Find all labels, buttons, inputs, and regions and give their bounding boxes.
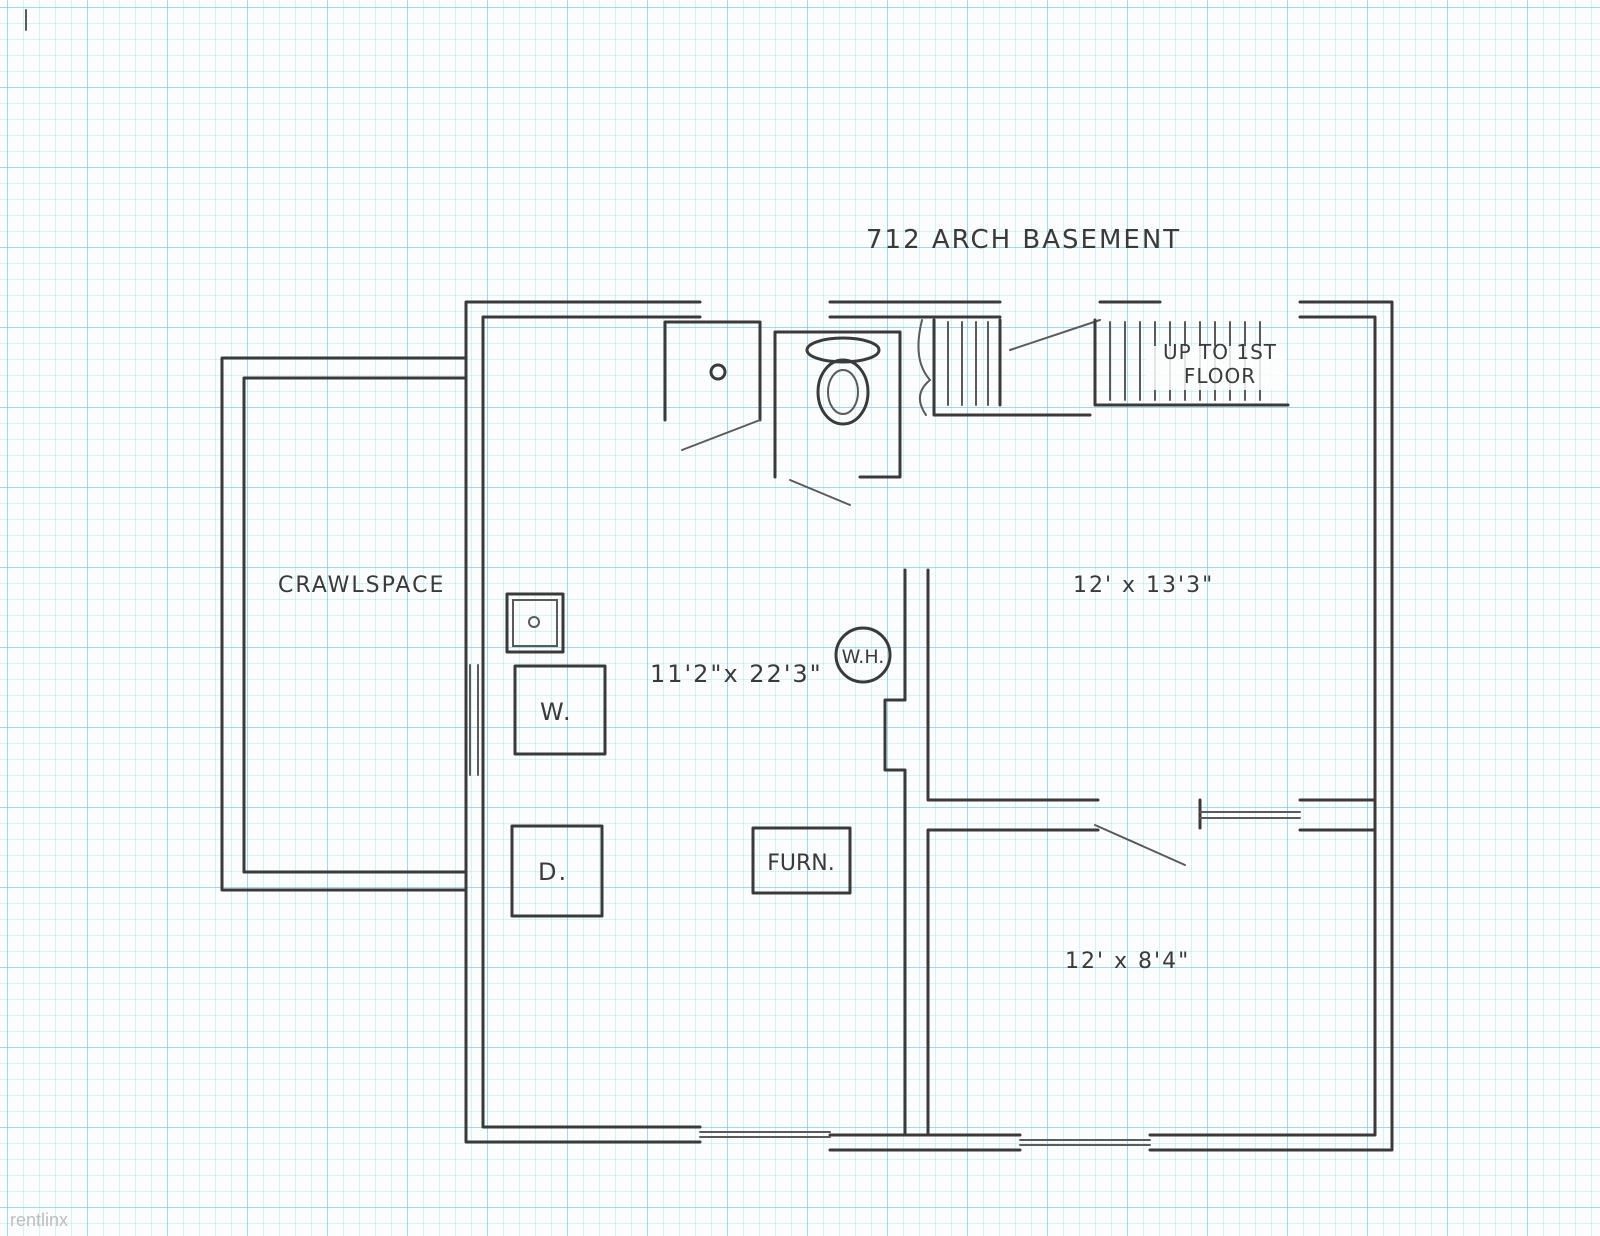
stairs-label: UP TO 1ST FLOOR xyxy=(1162,340,1277,388)
water-heater-label: W.H. xyxy=(842,646,885,668)
utility-fixtures: W. D. W.H. FURN. xyxy=(505,592,892,918)
crawlspace-label: CRAWLSPACE xyxy=(278,573,445,598)
water-heater-icon xyxy=(834,626,892,684)
bedroom-lower-dimensions: 12' x 8'4" xyxy=(1065,949,1190,974)
crawlspace: CRAWLSPACE xyxy=(220,356,479,892)
washer-label: W. xyxy=(540,698,573,726)
washer-box xyxy=(513,664,607,756)
bathrooms xyxy=(663,320,902,506)
bedroom-upper-dimensions: 12' x 13'3" xyxy=(1073,573,1214,598)
dryer-label: D. xyxy=(538,858,568,886)
toilet-bowl-icon xyxy=(816,358,870,426)
main-room-dimensions: 11'2"x 22'3" xyxy=(650,660,823,688)
interior-walls xyxy=(883,568,1377,1137)
exterior-walls xyxy=(464,300,1394,1152)
stairs: UP TO 1ST FLOOR xyxy=(917,318,1290,417)
furnace-box xyxy=(751,826,852,895)
watermark: rentlinx xyxy=(10,1210,68,1230)
sink-icon xyxy=(505,592,565,654)
toilet-tank-icon xyxy=(805,336,881,364)
plan-title: 712 ARCH BASEMENT xyxy=(866,225,1181,255)
dryer-box xyxy=(510,824,604,918)
shower-drain-icon xyxy=(709,363,727,381)
furnace-label: FURN. xyxy=(767,851,835,876)
